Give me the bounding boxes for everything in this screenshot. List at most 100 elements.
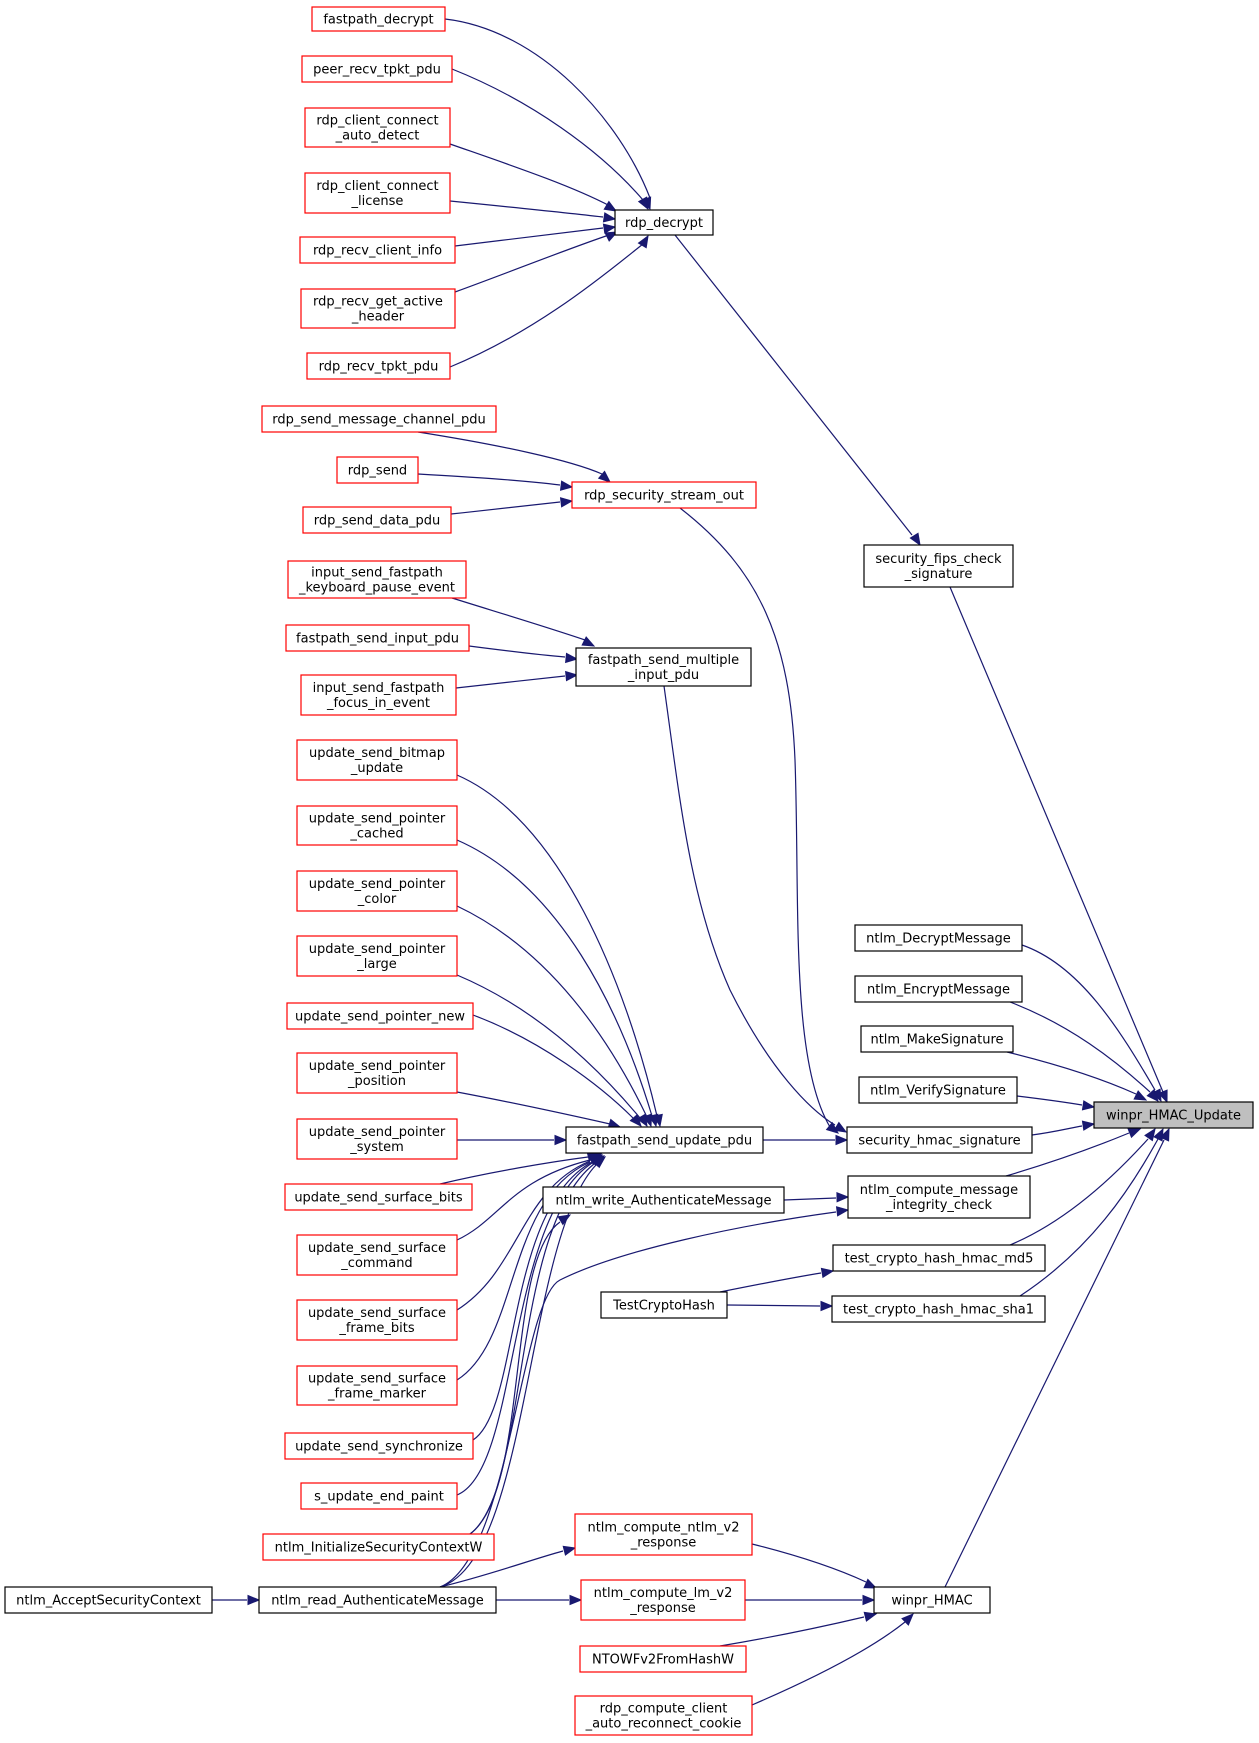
edge-line — [468, 645, 566, 658]
node-ntlm_VerifySignature[interactable]: ntlm_VerifySignature — [858, 1076, 1018, 1104]
node-fastpath_send_input_pdu[interactable]: fastpath_send_input_pdu — [285, 624, 470, 652]
edge-rdp_recv_tpkt_pdu-to-rdp_decrypt — [449, 234, 649, 368]
node-update_send_surface_bits[interactable]: update_send_surface_bits — [284, 1183, 473, 1211]
arrowhead — [629, 1113, 642, 1127]
arrowhead — [820, 1267, 835, 1279]
edge-line — [1019, 1138, 1159, 1297]
node-fastpath_send_update_pdu[interactable]: fastpath_send_update_pdu — [565, 1126, 764, 1154]
node-box — [296, 1118, 458, 1160]
node-test_crypto_hash_hmac_md5[interactable]: test_crypto_hash_hmac_md5 — [832, 1244, 1046, 1272]
node-rdp_client_connect_auto_detect[interactable]: rdp_client_connect_auto_detect — [304, 107, 451, 148]
arrowhead — [863, 1611, 878, 1622]
edge-rdp_client_connect_auto_detect-to-rdp_decrypt — [449, 143, 618, 212]
arrowhead — [247, 1594, 261, 1606]
node-update_send_pointer_position[interactable]: update_send_pointer_position — [296, 1052, 458, 1094]
node-ntlm_DecryptMessage[interactable]: ntlm_DecryptMessage — [854, 924, 1023, 952]
edge-ntlm_read_AuthenticateMessage-to-ntlm_compute_lm_v2_response — [496, 1594, 583, 1606]
arrowhead — [565, 652, 579, 664]
node-TestCryptoHash[interactable]: TestCryptoHash — [600, 1291, 728, 1319]
node-ntlm_compute_ntlm_v2_response[interactable]: ntlm_compute_ntlm_v2_response — [574, 1513, 753, 1556]
node-label: _license — [351, 194, 404, 209]
node-update_send_pointer_color[interactable]: update_send_pointer_color — [296, 870, 458, 912]
edge-line — [449, 143, 611, 207]
node-ntlm_MakeSignature[interactable]: ntlm_MakeSignature — [860, 1025, 1014, 1053]
arrowhead — [1081, 1120, 1096, 1131]
node-rdp_decrypt[interactable]: rdp_decrypt — [614, 209, 714, 236]
node-test_crypto_hash_hmac_sha1[interactable]: test_crypto_hash_hmac_sha1 — [831, 1295, 1046, 1323]
node-label: _input_pdu — [627, 668, 699, 683]
arrowhead — [581, 636, 596, 647]
edge-line — [449, 243, 644, 368]
node-update_send_pointer_new[interactable]: update_send_pointer_new — [286, 1002, 474, 1030]
node-rdp_send_message_channel_pdu[interactable]: rdp_send_message_channel_pdu — [261, 405, 497, 433]
node-label: ntlm_compute_ntlm_v2 — [587, 1521, 739, 1536]
node-box — [300, 1482, 458, 1510]
node-security_fips_check_signature[interactable]: security_fips_check_signature — [863, 544, 1014, 588]
node-rdp_compute_client_auto_reconnect_cookie[interactable]: rdp_compute_client_auto_reconnect_cookie — [574, 1695, 753, 1736]
node-label: _system — [349, 1140, 404, 1155]
edge-ntlm_compute_ntlm_v2_response-to-winpr_HMAC — [751, 1543, 878, 1589]
node-rdp_send_data_pdu[interactable]: rdp_send_data_pdu — [302, 506, 452, 534]
node-rdp_client_connect_license[interactable]: rdp_client_connect_license — [304, 172, 451, 214]
edge-fastpath_send_input_pdu-to-fastpath_send_multiple_input_pdu — [468, 645, 579, 664]
node-ntlm_compute_lm_v2_response[interactable]: ntlm_compute_lm_v2_response — [580, 1579, 746, 1621]
node-ntlm_AcceptSecurityContext[interactable]: ntlm_AcceptSecurityContext — [4, 1586, 213, 1614]
node-input_send_fastpath_focus_in_event[interactable]: input_send_fastpath_focus_in_event — [300, 674, 457, 716]
arrowhead — [1144, 1127, 1156, 1142]
arrowhead — [636, 1113, 648, 1128]
node-label: rdp_security_stream_out — [584, 489, 744, 504]
node-ntlm_read_AuthenticateMessage[interactable]: ntlm_read_AuthenticateMessage — [258, 1586, 497, 1614]
edge-ntlm_AcceptSecurityContext-to-ntlm_read_AuthenticateMessage — [212, 1594, 261, 1606]
node-update_send_pointer_system[interactable]: update_send_pointer_system — [296, 1118, 458, 1160]
node-fastpath_send_multiple_input_pdu[interactable]: fastpath_send_multiple_input_pdu — [575, 647, 752, 687]
node-ntlm_write_AuthenticateMessage[interactable]: ntlm_write_AuthenticateMessage — [542, 1186, 785, 1214]
arrowhead — [565, 670, 579, 682]
node-box — [286, 1002, 474, 1030]
node-rdp_security_stream_out[interactable]: rdp_security_stream_out — [571, 481, 757, 509]
arrowhead — [1133, 1090, 1148, 1101]
node-rdp_send[interactable]: rdp_send — [336, 456, 419, 484]
node-rdp_recv_get_active_header[interactable]: rdp_recv_get_active_header — [300, 288, 456, 329]
node-rdp_recv_client_info[interactable]: rdp_recv_client_info — [299, 236, 456, 264]
node-ntlm_EncryptMessage[interactable]: ntlm_EncryptMessage — [854, 975, 1023, 1003]
node-rdp_recv_tpkt_pdu[interactable]: rdp_recv_tpkt_pdu — [306, 352, 451, 380]
edge-line — [1005, 1132, 1130, 1177]
node-update_send_surface_frame_bits[interactable]: update_send_surface_frame_bits — [296, 1299, 458, 1341]
arrowhead — [1127, 1128, 1142, 1139]
node-box — [579, 1645, 747, 1673]
node-fastpath_decrypt[interactable]: fastpath_decrypt — [311, 6, 446, 32]
node-s_update_end_paint[interactable]: s_update_end_paint — [300, 1482, 458, 1510]
node-label: _response — [630, 1536, 697, 1551]
node-box — [296, 1234, 458, 1276]
node-label: update_send_surface — [308, 1372, 446, 1387]
node-label: update_send_pointer — [309, 812, 446, 827]
edge-rdp_recv_get_active_header-to-rdp_decrypt — [454, 231, 619, 293]
node-NTOWFv2FromHashW[interactable]: NTOWFv2FromHashW — [579, 1645, 747, 1673]
node-update_send_synchronize[interactable]: update_send_synchronize — [284, 1432, 474, 1460]
node-winpr_HMAC[interactable]: winpr_HMAC — [873, 1586, 991, 1614]
edge-security_hmac_signature-to-winpr_HMAC_Update — [1031, 1120, 1096, 1136]
edge-input_send_fastpath_focus_in_event-to-fastpath_send_multiple_input_pdu — [455, 670, 579, 689]
node-ntlm_InitializeSecurityContextW[interactable]: ntlm_InitializeSecurityContextW — [262, 1533, 495, 1561]
node-box — [854, 924, 1023, 952]
node-update_send_surface_frame_marker[interactable]: update_send_surface_frame_marker — [296, 1365, 458, 1406]
edge-line — [679, 507, 831, 1128]
node-label: test_crypto_hash_hmac_md5 — [845, 1252, 1034, 1267]
node-update_send_bitmap_update[interactable]: update_send_bitmap_update — [296, 739, 458, 781]
node-ntlm_compute_message_integrity_check[interactable]: ntlm_compute_message_integrity_check — [847, 1175, 1031, 1219]
node-update_send_pointer_cached[interactable]: update_send_pointer_cached — [296, 805, 458, 846]
node-box — [542, 1186, 785, 1214]
node-label: rdp_recv_get_active — [313, 295, 443, 310]
arrowhead — [835, 1134, 849, 1146]
node-peer_recv_tpkt_pdu[interactable]: peer_recv_tpkt_pdu — [301, 55, 453, 83]
node-box — [296, 805, 458, 846]
node-input_send_fastpath_keyboard_pause_event[interactable]: input_send_fastpath_keyboard_pause_event — [287, 560, 467, 599]
node-label: rdp_client_connect — [316, 114, 438, 129]
node-box — [306, 352, 451, 380]
node-label: input_send_fastpath — [313, 681, 445, 696]
edge-ntlm_MakeSignature-to-winpr_HMAC_Update — [1006, 1051, 1148, 1101]
node-security_hmac_signature[interactable]: security_hmac_signature — [846, 1126, 1033, 1154]
node-update_send_pointer_large[interactable]: update_send_pointer_large — [296, 935, 458, 977]
node-update_send_surface_command[interactable]: update_send_surface_command — [296, 1234, 458, 1276]
node-label: rdp_decrypt — [625, 216, 703, 231]
